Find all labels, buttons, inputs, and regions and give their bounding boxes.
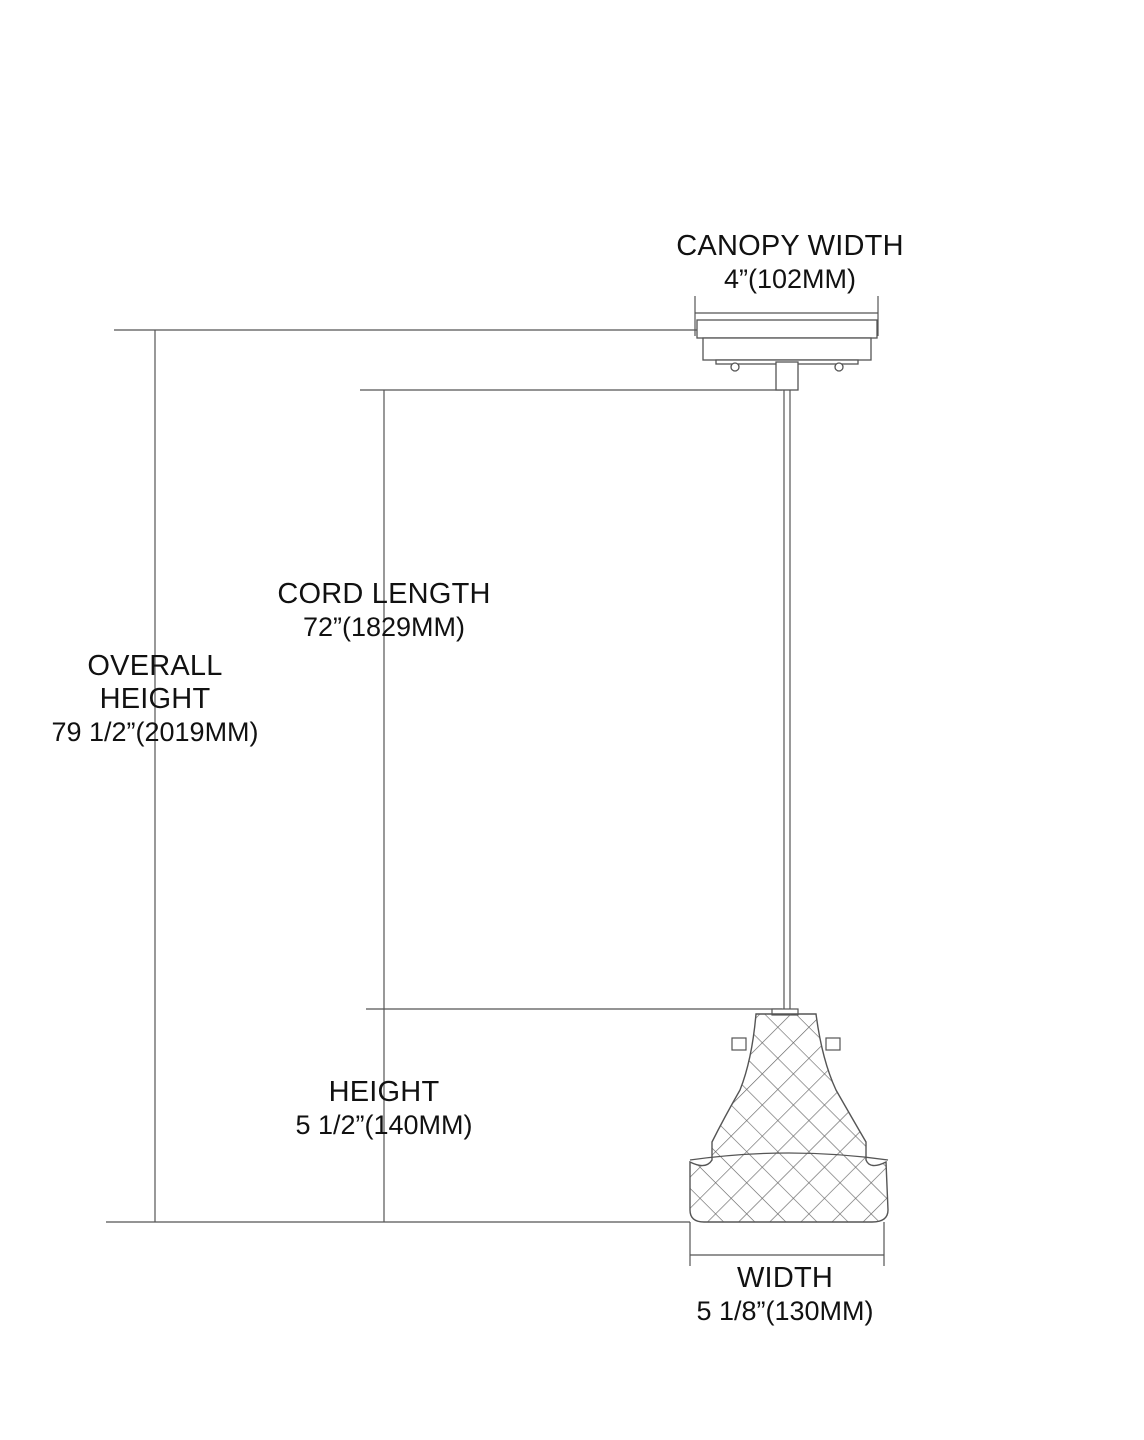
cord (783, 390, 791, 1009)
overall-height-label: OVERALL HEIGHT 79 1/2”(2019MM) (20, 650, 290, 748)
width-dimension (689, 1222, 885, 1266)
shade-width-label: WIDTH 5 1/8”(130MM) (660, 1262, 910, 1327)
canopy-width-title: CANOPY WIDTH (676, 230, 904, 262)
overall-height-dimension (106, 329, 700, 1223)
canopy-screw-right (834, 362, 844, 372)
canopy (696, 319, 878, 391)
overall-height-title-line1: OVERALL (87, 650, 223, 682)
shade-height-title: HEIGHT (328, 1076, 440, 1108)
shade-width-value: 5 1/8”(130MM) (696, 1296, 874, 1326)
shade-height-label: HEIGHT 5 1/2”(140MM) (254, 1076, 514, 1141)
canopy-width-label: CANOPY WIDTH 4”(102MM) (640, 230, 940, 295)
overall-height-title-line2: HEIGHT (99, 683, 211, 715)
shade-band-line (689, 1152, 889, 1161)
canopy-body (702, 337, 872, 361)
canopy-screw-left (730, 362, 740, 372)
cord-length-label: CORD LENGTH 72”(1829MM) (244, 578, 524, 643)
cord-length-dimension (360, 389, 782, 1010)
canopy-width-dimension (694, 296, 879, 336)
shade-outline (689, 1013, 889, 1223)
shade-height-value: 5 1/2”(140MM) (295, 1110, 473, 1140)
glass-shade (689, 1008, 889, 1223)
overall-height-value: 79 1/2”(2019MM) (51, 717, 259, 747)
canopy-width-value: 4”(102MM) (723, 264, 857, 294)
shade-screw-left (731, 1037, 747, 1051)
cord-length-title: CORD LENGTH (277, 578, 491, 610)
cord-grip (775, 361, 799, 391)
canopy-plate (696, 319, 878, 339)
shade-width-title: WIDTH (736, 1262, 834, 1294)
cord-length-value: 72”(1829MM) (302, 612, 466, 642)
shade-screw-right (825, 1037, 841, 1051)
